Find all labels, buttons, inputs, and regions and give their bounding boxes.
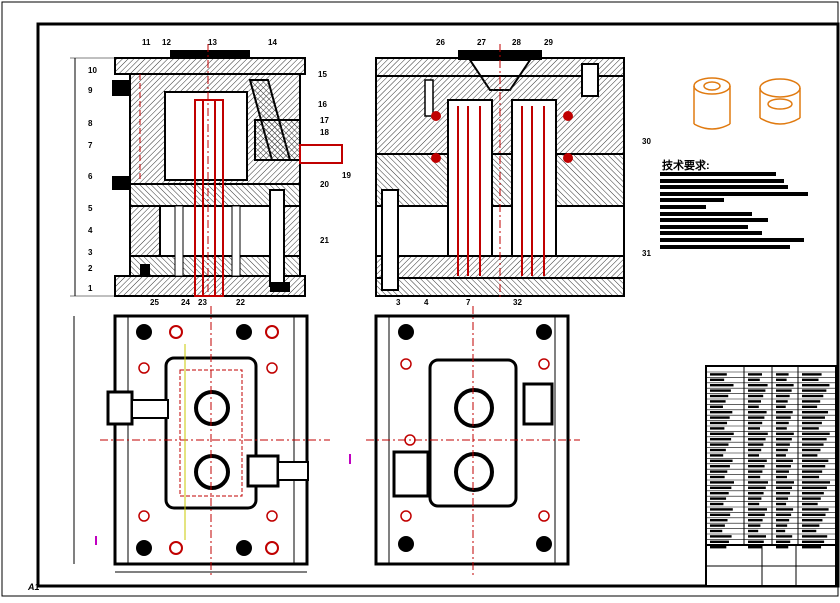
- sheet-size-label: A1: [28, 582, 40, 592]
- callout-left-2: 3: [88, 248, 93, 257]
- callout-right-top-0: 26: [436, 38, 445, 47]
- technical-note-line: [660, 244, 790, 249]
- callout-left-13: 14: [268, 38, 277, 47]
- callout-right-bottom-1: 4: [424, 298, 429, 307]
- callout-left-10: 11: [142, 38, 151, 47]
- callout-left-22: 23: [198, 298, 207, 307]
- technical-note-line: [660, 211, 752, 216]
- callout-left-14: 15: [318, 70, 327, 79]
- front-section-right-view: [375, 44, 625, 300]
- callout-left-12: 13: [208, 38, 217, 47]
- callout-left-17: 18: [320, 128, 329, 137]
- callout-left-9: 10: [88, 66, 97, 75]
- callout-left-7: 8: [88, 119, 93, 128]
- callout-left-1: 2: [88, 264, 93, 273]
- title-block-rows: [706, 371, 836, 549]
- technical-note-line: [660, 218, 768, 223]
- callout-left-3: 4: [88, 226, 93, 235]
- inner-border: [36, 22, 840, 588]
- technical-note-line: [660, 205, 706, 209]
- callout-right-bottom-0: 3: [396, 298, 401, 307]
- technical-note-line: [660, 185, 788, 190]
- callout-left-5: 6: [88, 172, 93, 181]
- callout-left-6: 7: [88, 141, 93, 150]
- technical-note-line: [660, 191, 808, 196]
- callout-left-15: 16: [318, 100, 327, 109]
- technical-note-line: [660, 224, 748, 229]
- callout-right-bottom-2: 7: [466, 298, 471, 307]
- callout-left-19: 20: [320, 180, 329, 189]
- callout-left-18: 19: [342, 171, 351, 180]
- callout-right-top-4: 30: [642, 137, 651, 146]
- front-section-left-view: [70, 44, 343, 300]
- technical-note-line: [660, 178, 784, 183]
- isometric-parts: [693, 77, 801, 130]
- callout-right-top-3: 29: [544, 38, 553, 47]
- technical-note-line: [660, 172, 776, 176]
- technical-note-line: [660, 231, 762, 236]
- callout-left-0: 1: [88, 284, 93, 293]
- callout-left-24: 25: [150, 298, 159, 307]
- callout-right-top-5: 31: [642, 249, 651, 258]
- callout-left-23: 24: [181, 298, 190, 307]
- callout-right-bottom-3: 32: [513, 298, 522, 307]
- callout-right-top-2: 28: [512, 38, 521, 47]
- callout-right-top-1: 27: [477, 38, 486, 47]
- plan-right-view: [366, 306, 580, 575]
- callout-left-16: 17: [320, 116, 329, 125]
- plan-left-view: [73, 306, 351, 575]
- callout-left-20: 21: [320, 236, 329, 245]
- technical-notes-title: 技术要求:: [662, 160, 710, 172]
- technical-note-line: [660, 198, 724, 203]
- technical-note-line: [660, 238, 804, 242]
- callout-left-8: 9: [88, 86, 93, 95]
- callout-left-11: 12: [162, 38, 171, 47]
- callout-left-21: 22: [236, 298, 245, 307]
- callout-left-4: 5: [88, 204, 93, 213]
